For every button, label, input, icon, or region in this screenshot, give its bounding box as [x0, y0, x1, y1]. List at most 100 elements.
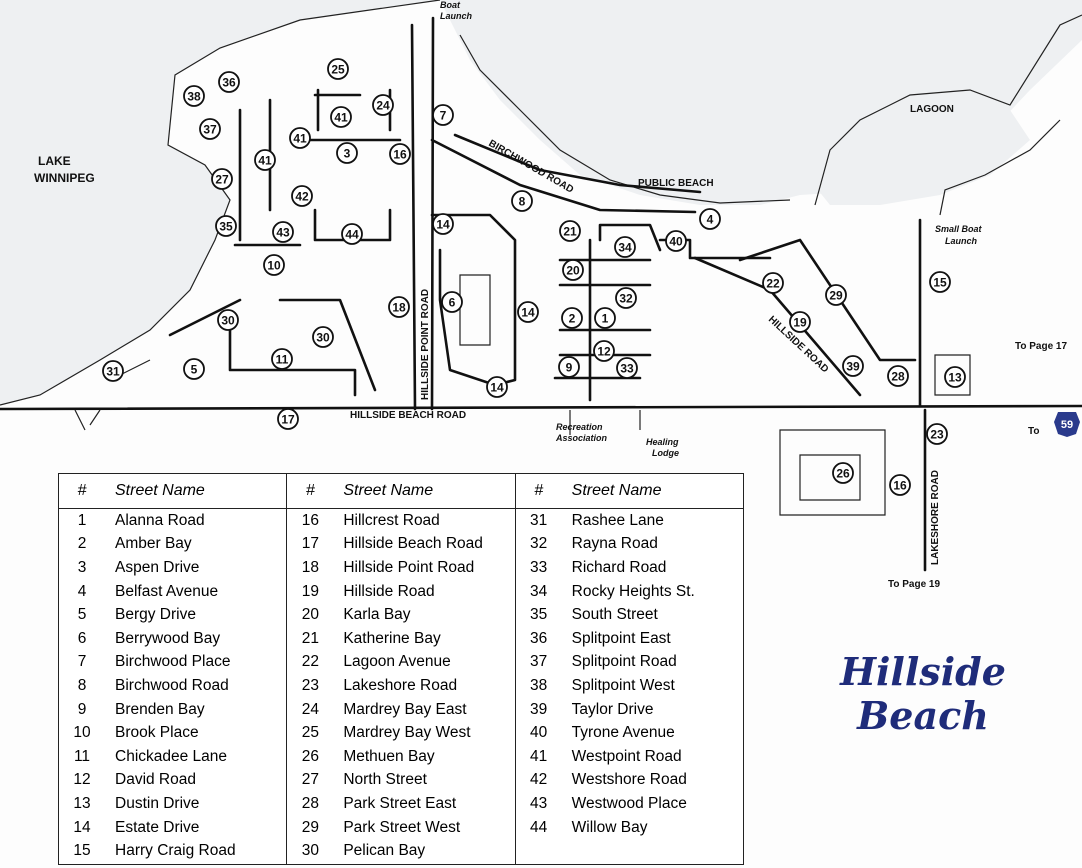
marker-circle [842, 355, 864, 377]
legend-street-number: 12 [73, 771, 91, 789]
legend-street-name: Splitpoint East [571, 629, 671, 647]
marker-number: 12 [597, 345, 611, 359]
legend-street-name: Katherine Bay [343, 629, 441, 647]
marker-circle [272, 221, 294, 243]
marker-number: 31 [106, 365, 120, 379]
marker-number: 36 [222, 76, 236, 90]
street-marker-39: 39 [842, 355, 864, 377]
legend-street-name: Mardrey Bay West [343, 724, 471, 742]
legend-street-number: 14 [73, 818, 91, 836]
marker-circle [699, 208, 721, 230]
marker-circle [616, 357, 638, 379]
street-marker-16: 16 [889, 474, 911, 496]
marker-circle [341, 223, 363, 245]
marker-number: 28 [891, 370, 905, 384]
legend-street-name: Lakeshore Road [343, 676, 458, 694]
legend-street-name: Westpoint Road [571, 747, 682, 765]
street-marker-41: 41 [330, 106, 352, 128]
legend-street-name: Harry Craig Road [115, 842, 236, 860]
marker-number: 1 [602, 312, 609, 326]
to-label: To [1028, 426, 1039, 437]
marker-number: 8 [519, 195, 526, 209]
street-marker-32: 32 [615, 287, 637, 309]
legend-street-number: 22 [301, 653, 319, 671]
legend-street-name: Mardrey Bay East [343, 700, 467, 718]
legend-street-number: 19 [301, 582, 319, 600]
lakeshore-box [779, 429, 886, 516]
marker-number: 44 [345, 228, 359, 242]
street-marker-6: 6 [441, 291, 463, 313]
street-marker-14: 14 [486, 376, 508, 398]
street-marker-14: 14 [432, 213, 454, 235]
street-marker-29: 29 [825, 284, 847, 306]
marker-circle [511, 190, 533, 212]
marker-circle [558, 356, 580, 378]
street-marker-14: 14 [517, 301, 539, 323]
marker-number: 38 [187, 90, 201, 104]
legend-header: #Street Name [287, 474, 515, 509]
street-marker-7: 7 [432, 104, 454, 126]
marker-number: 37 [203, 123, 217, 137]
legend-street-name: Alanna Road [115, 511, 205, 529]
marker-circle [517, 301, 539, 323]
marker-circle [561, 307, 583, 329]
street-marker-25: 25 [327, 58, 349, 80]
marker-number: 7 [440, 109, 447, 123]
marker-circle [289, 127, 311, 149]
street-marker-16: 16 [389, 143, 411, 165]
legend-street-number: 21 [301, 629, 319, 647]
legend-street-number: 16 [301, 511, 319, 529]
legend-street-number: 10 [73, 724, 91, 742]
street-marker-34: 34 [614, 236, 636, 258]
street-marker-31: 31 [102, 360, 124, 382]
marker-circle [271, 348, 293, 370]
legend-street-name: Rocky Heights St. [571, 582, 695, 600]
legend-street-number: 11 [73, 747, 91, 765]
street-marker-36: 36 [218, 71, 240, 93]
legend-street-name: Hillside Point Road [343, 558, 475, 576]
marker-circle [929, 271, 951, 293]
marker-number: 34 [618, 241, 632, 255]
legend-street-number: 33 [530, 558, 548, 576]
boat-launch-label-2: Launch [440, 11, 473, 21]
legend-street-number: 17 [301, 535, 319, 553]
legend-street-number: 31 [530, 511, 548, 529]
legend-header: #Street Name [59, 474, 287, 509]
marker-number: 41 [293, 132, 307, 146]
marker-number: 42 [295, 190, 309, 204]
marker-circle [593, 340, 615, 362]
street-marker-41: 41 [254, 149, 276, 171]
street-marker-3: 3 [336, 142, 358, 164]
marker-circle [263, 254, 285, 276]
legend-street-number: 37 [530, 653, 548, 671]
street-marker-37: 37 [199, 118, 221, 140]
marker-number: 6 [449, 296, 456, 310]
marker-circle [594, 307, 616, 329]
marker-number: 26 [836, 467, 850, 481]
marker-number: 22 [766, 277, 780, 291]
marker-number: 11 [276, 353, 289, 367]
legend-header: #Street Name [515, 474, 743, 509]
birchwood-road-line-2 [453, 133, 702, 194]
street-marker-42: 42 [291, 185, 313, 207]
marker-number: 33 [620, 362, 634, 376]
legend-header-name: Street Name [343, 482, 434, 499]
legend-street-name: David Road [115, 771, 196, 789]
legend-street-name: North Street [343, 771, 427, 789]
marker-number: 41 [334, 111, 348, 125]
marker-circle [277, 408, 299, 430]
legend-street-number: 39 [530, 700, 548, 718]
